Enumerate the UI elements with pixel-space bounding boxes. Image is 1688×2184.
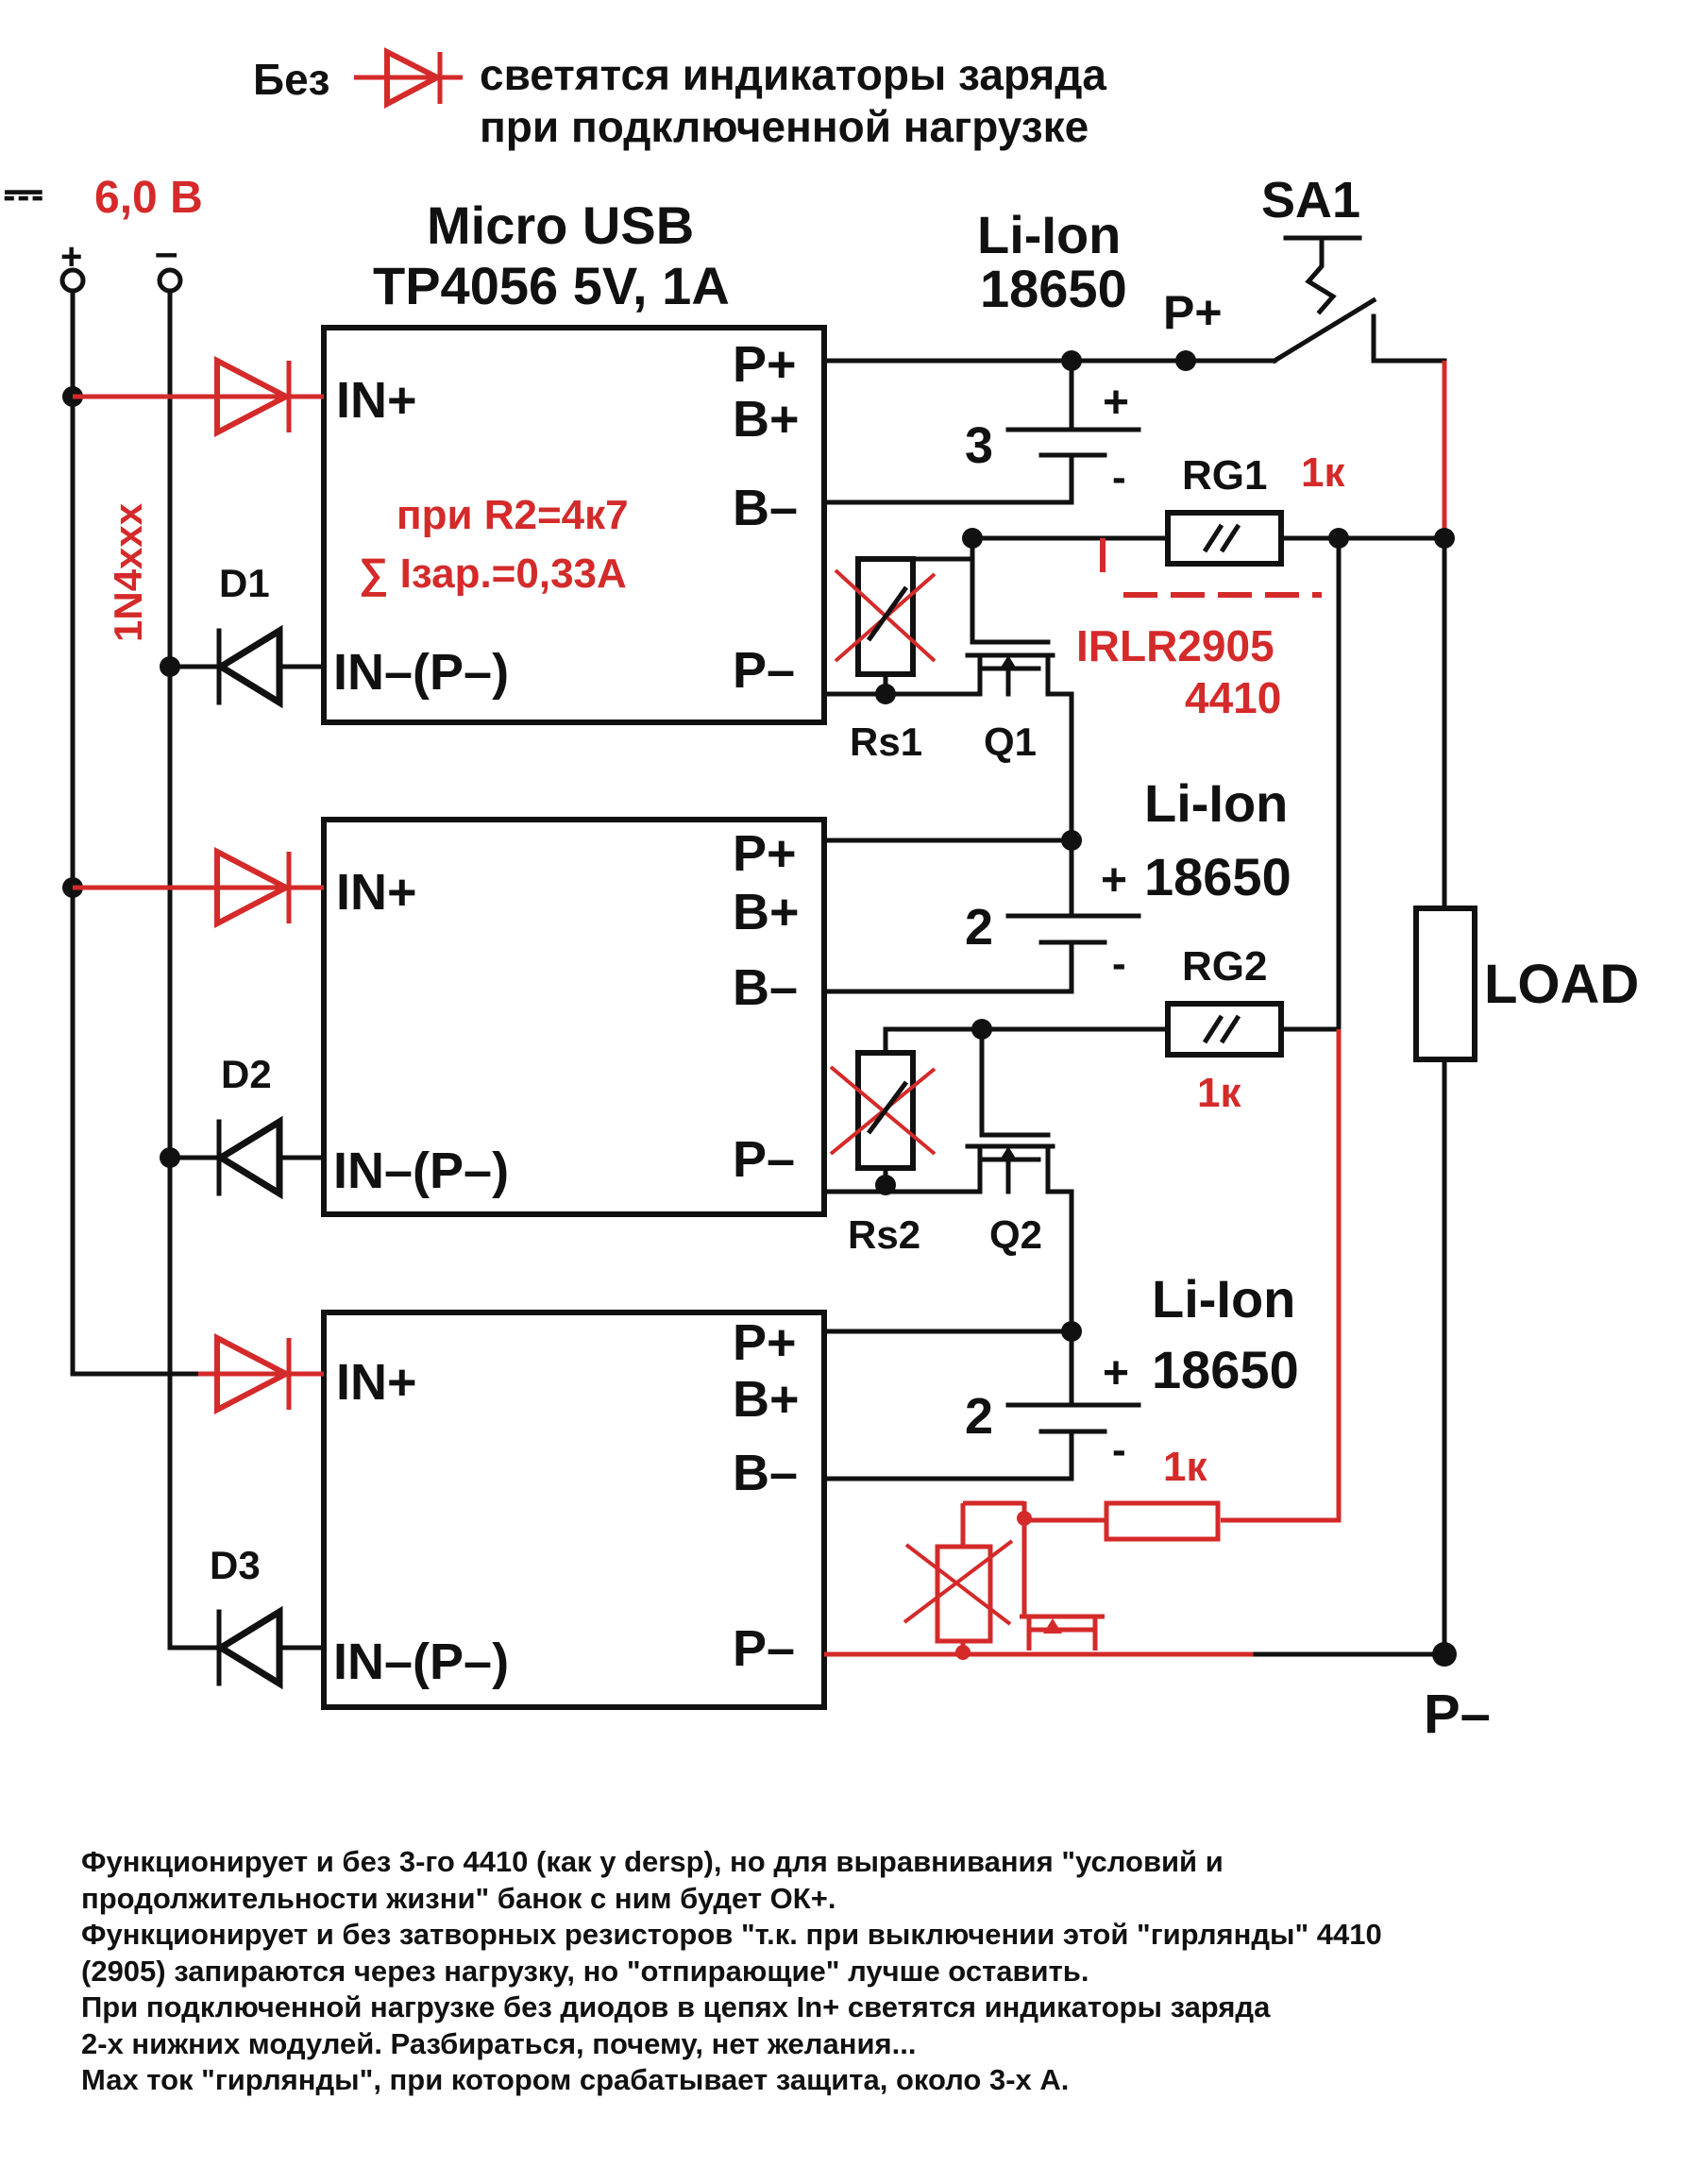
switch-sa1[interactable] xyxy=(1271,235,1447,364)
battery-2a-minus: - xyxy=(1112,940,1126,987)
d3-label: D3 xyxy=(210,1543,261,1587)
d2-label: D2 xyxy=(221,1052,272,1096)
note-line: продолжительности жизни" банок с ним буд… xyxy=(81,1881,836,1915)
m1-p-minus: P– xyxy=(733,642,795,699)
m2-p-plus: P+ xyxy=(733,825,797,882)
load-label: LOAD xyxy=(1484,954,1639,1015)
note-r2: при R2=4к7 xyxy=(397,492,629,538)
battery-2a-type: Li-Ion xyxy=(1144,773,1288,833)
m2-in-plus: IN+ xyxy=(336,864,417,921)
supply-voltage: 6,0 В xyxy=(94,173,203,223)
q2-label: Q2 xyxy=(989,1212,1042,1257)
battery-2b-plus: + xyxy=(1103,1348,1129,1398)
battery-2b-size: 18650 xyxy=(1152,1340,1299,1399)
tp4056-module-2 xyxy=(321,817,827,1217)
rg2-value: 1к xyxy=(1197,1070,1241,1116)
battery-2a-number: 2 xyxy=(965,899,993,956)
supply-plus-terminal xyxy=(59,267,86,294)
rg2-label: RG2 xyxy=(1182,943,1267,990)
battery-3-number: 3 xyxy=(965,417,993,474)
note-line: 2-х нижних модулей. Разбираться, почему,… xyxy=(81,2026,917,2060)
m2-in-minus: IN–(P–) xyxy=(333,1143,509,1199)
battery-2a xyxy=(1005,913,1141,945)
supply-plus: + xyxy=(60,236,82,278)
d1-label: D1 xyxy=(219,561,270,605)
in-plus-diode-3 xyxy=(198,1333,324,1414)
rg1-red-dash xyxy=(1100,538,1322,598)
battery-2b-number: 2 xyxy=(965,1388,993,1445)
header-before-text: Без xyxy=(253,55,330,104)
m1-b-minus: B– xyxy=(733,480,798,536)
note-line: Функционирует и без 3-го 4410 (как у der… xyxy=(81,1845,1224,1878)
m3-in-minus: IN–(P–) xyxy=(333,1634,509,1690)
diode-d1 xyxy=(167,624,327,709)
resistor-rg2 xyxy=(1165,1001,1284,1058)
m2-b-minus: B– xyxy=(733,959,798,1016)
rs2-label: Rs2 xyxy=(848,1212,920,1257)
p-plus-label: P+ xyxy=(1163,286,1223,339)
battery-3-plus: + xyxy=(1103,378,1129,428)
tp4056-module-3 xyxy=(321,1310,827,1710)
mosfet-q3-optional xyxy=(903,1539,1105,1651)
note-line: Функционирует и без затворных резисторов… xyxy=(81,1918,1382,1951)
rg1-value: 1к xyxy=(1301,449,1345,496)
in-plus-diode-2 xyxy=(73,847,324,928)
m3-b-minus: B– xyxy=(733,1445,798,1501)
header-line2: при подключенной нагрузке xyxy=(480,102,1089,151)
red-diode-icon xyxy=(354,47,463,109)
diode-series-label: 1N4xxx xyxy=(106,502,150,642)
switch-label: SA1 xyxy=(1261,172,1360,229)
note-line: (2905) запираются через нагрузку, но "от… xyxy=(81,1954,1089,1988)
diode-d2 xyxy=(167,1115,327,1200)
r1k-3-value: 1к xyxy=(1163,1444,1207,1490)
module-title-line2: TP4056 5V, 1A xyxy=(373,256,730,315)
module-title-line1: Micro USB xyxy=(427,195,694,255)
mosfet-part-line2: 4410 xyxy=(1185,673,1281,722)
resistor-1k-red xyxy=(1104,1500,1221,1542)
battery-2a-plus: + xyxy=(1101,855,1127,906)
battery-2b-type: Li-Ion xyxy=(1152,1269,1295,1329)
resistor-rs2 xyxy=(829,1050,937,1171)
mosfet-q2 xyxy=(883,1026,1074,1334)
m3-p-minus: P– xyxy=(733,1620,795,1677)
rg1-label: RG1 xyxy=(1182,452,1267,499)
mosfet-q1 xyxy=(883,535,1074,843)
in-plus-diode-1 xyxy=(73,356,324,437)
note-current: ∑ Iзар.=0,33А xyxy=(359,550,627,597)
notes-block: Функционирует и без 3-го 4410 (как у der… xyxy=(81,1844,1648,2099)
q1-label: Q1 xyxy=(984,720,1037,764)
m2-b-plus: B+ xyxy=(733,884,800,940)
supply-minus: – xyxy=(155,229,177,276)
p-minus-label: P– xyxy=(1424,1684,1491,1745)
battery-3-type: Li-Ion xyxy=(977,205,1121,264)
battery-3 xyxy=(1005,427,1141,458)
header-line1: светятся индикаторы заряда xyxy=(480,50,1106,99)
diode-d3 xyxy=(167,1605,327,1690)
rail-in-plus xyxy=(70,288,201,1377)
m1-p-plus: P+ xyxy=(733,336,797,393)
battery-2b-minus: - xyxy=(1112,1427,1126,1473)
m1-b-plus: B+ xyxy=(733,391,800,448)
battery-3-size: 18650 xyxy=(980,259,1127,318)
rs1-label: Rs1 xyxy=(850,720,922,764)
m1-in-minus: IN–(P–) xyxy=(333,644,509,701)
dc-symbol: ⎓ xyxy=(4,166,43,221)
resistor-rs1 xyxy=(834,556,937,677)
supply-minus-terminal xyxy=(157,267,183,294)
m3-b-plus: B+ xyxy=(733,1371,800,1428)
battery-2a-size: 18650 xyxy=(1144,847,1291,906)
note-line: Мах ток "гирлянды", при котором срабатыв… xyxy=(81,2063,1070,2096)
resistor-rg1 xyxy=(1165,510,1284,567)
m3-in-plus: IN+ xyxy=(336,1354,417,1411)
mosfet-part-line1: IRLR2905 xyxy=(1076,621,1274,670)
note-line: При подключенной нагрузке без диодов в ц… xyxy=(81,1990,1271,2023)
load-resistor xyxy=(1413,906,1477,1062)
m2-p-minus: P– xyxy=(733,1131,795,1188)
rail-in-minus xyxy=(167,288,211,1651)
battery-3-minus: - xyxy=(1112,454,1126,500)
m1-in-plus: IN+ xyxy=(336,372,417,429)
m3-p-plus: P+ xyxy=(733,1314,797,1371)
tp4056-module-1 xyxy=(321,325,827,725)
